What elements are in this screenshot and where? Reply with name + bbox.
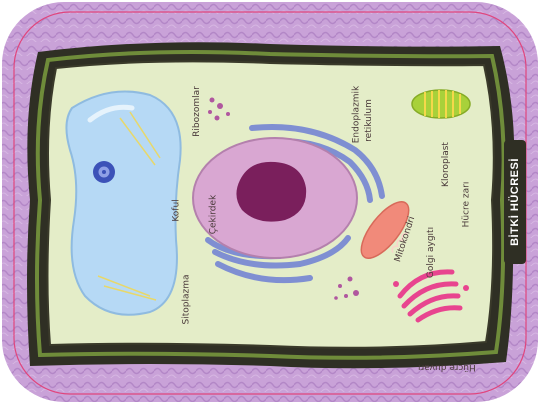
ribosome — [208, 110, 212, 114]
ribosome — [344, 294, 348, 298]
ribosome — [226, 112, 230, 116]
chloroplast — [412, 90, 470, 118]
label-koful: Koful — [173, 199, 182, 221]
golgi-vesicle — [463, 285, 469, 291]
ribosome — [215, 116, 220, 121]
label-retikulum: retikulum — [365, 99, 374, 142]
label-endoplazmik: Endoplazmik — [352, 86, 361, 144]
ribosome — [217, 103, 223, 109]
golgi-vesicle — [393, 281, 399, 287]
label-ribozomlar: Ribozomlar — [193, 86, 202, 137]
nucleolus — [236, 162, 306, 222]
label-golgi: Golgi aygıtı — [427, 227, 436, 278]
ribosome — [348, 277, 353, 282]
label-kloroplast: Kloroplast — [442, 142, 451, 187]
ribosome — [338, 284, 342, 288]
ribosome — [210, 98, 215, 103]
label-cekirdek: Çekirdek — [209, 195, 218, 235]
ribosome — [353, 290, 359, 296]
label-hucre-duvari: Hücre duvarı — [418, 362, 476, 371]
label-hucre-zari: Hücre zarı — [462, 182, 471, 228]
title: BİTKİ HÜCRESİ — [509, 157, 521, 247]
label-sitoplazma: Sitoplazma — [182, 275, 191, 325]
vacuole — [66, 92, 180, 315]
ribosome — [334, 296, 338, 300]
vacuole-inclusion-core — [102, 170, 106, 174]
